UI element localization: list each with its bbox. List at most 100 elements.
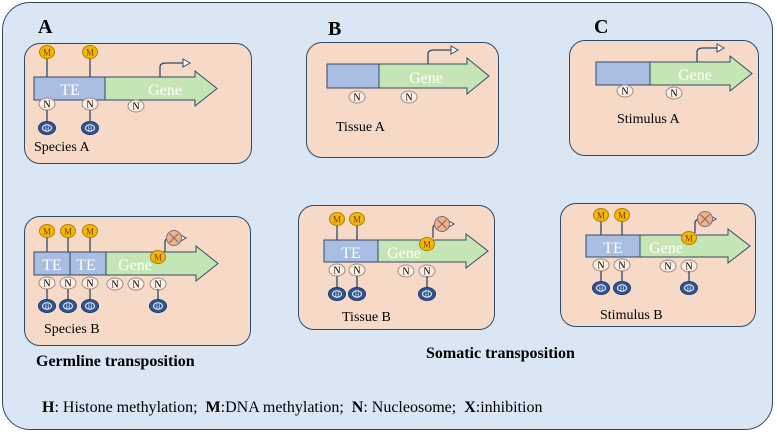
histone-species-a-1 (38, 121, 56, 135)
te-label-stimulus-b: TE (603, 240, 623, 257)
histone-species-b-3-ring (85, 302, 95, 310)
te-box-species-a (33, 76, 106, 101)
histone-species-a-1-ring (42, 124, 52, 132)
legend-x-text: :inhibition (475, 399, 543, 416)
nucleosome-species-b-5 (127, 277, 145, 291)
nucleosome-stimulus-b-2-label: N (618, 261, 625, 272)
nucleosome-species-b-4 (106, 277, 124, 291)
legend: H: Histone methylation; M:DNA methylatio… (42, 399, 542, 417)
nucleosome-species-a-3 (127, 99, 145, 113)
nucleosome-stimulus-b-1-label: N (597, 261, 604, 272)
nucleosome-species-a-1-label: N (43, 100, 50, 111)
histone-tissue-b-2-ring (352, 290, 362, 298)
nucleosome-stimulus-a-2-label: N (670, 89, 677, 100)
te-label-species-a: TE (60, 82, 80, 99)
methyl-tissue-b-2-label: M (353, 215, 361, 225)
caption-stimulus-a: Stimulus A (617, 112, 680, 127)
inhibition-species-b-x2 (169, 233, 179, 243)
legend-n-key: N (351, 399, 364, 416)
tss-arrow-species-a (159, 62, 183, 77)
legend-h-key: H (42, 399, 55, 416)
nucleosome-stimulus-b-4-label: N (685, 262, 692, 273)
gene-arrow-tissue-a (378, 56, 490, 96)
histone-stimulus-b-1-label: H (599, 287, 604, 293)
histone-species-b-2-ring (63, 302, 73, 310)
methyl-species-b-1-label: M (43, 227, 51, 237)
te-box-stimulus-a (595, 61, 651, 86)
te-box-tissue-b (323, 239, 379, 263)
caption-tissue-a: Tissue A (336, 120, 385, 135)
methyl-species-a-1 (39, 45, 55, 59)
methyl-stimulus-b-1-label: M (597, 211, 605, 221)
panel-letter-a: A (38, 16, 53, 38)
methyl-species-b-1 (39, 224, 55, 238)
methyl-stimulus-b-1 (593, 208, 609, 222)
histone-species-a-2 (81, 121, 99, 135)
te-label-tissue-b: TE (341, 245, 361, 262)
te-box-stimulus-b (585, 234, 641, 258)
nucleosome-tissue-b-3 (397, 264, 415, 278)
tss-arrow-species-a-head (182, 58, 192, 68)
methyl-species-a-2-label: M (86, 48, 94, 58)
te-box-tissue-a (326, 63, 380, 89)
somatic-transposition-label: Somatic transposition (426, 345, 575, 362)
methyl-species-b-4 (150, 250, 166, 264)
histone-species-a-1-label: H (45, 127, 50, 133)
methyl-species-b-2 (60, 224, 76, 238)
methyl-tissue-b-3 (419, 237, 435, 251)
histone-stimulus-b-1 (592, 281, 610, 295)
nucleosome-tissue-a-2 (400, 90, 418, 104)
histone-stimulus-b-3-ring (684, 284, 694, 292)
caption-stimulus-b: Stimulus B (600, 308, 663, 323)
histone-species-a-2-label: H (88, 127, 93, 133)
gene-arrow-species-b (105, 244, 219, 283)
histone-stimulus-b-2-ring (617, 284, 627, 292)
nucleosome-stimulus-a-1 (616, 84, 634, 98)
methyl-tissue-b-3-label: M (423, 240, 431, 250)
methyl-species-a-2 (82, 45, 98, 59)
histone-species-b-4-ring (153, 302, 163, 310)
nucleosome-species-b-6-label: N (154, 280, 161, 291)
methyl-stimulus-b-2-label: M (618, 211, 626, 221)
panel-letter-c: C (594, 16, 609, 38)
nucleosome-tissue-a-1-label: N (353, 93, 360, 104)
histone-species-b-2 (59, 299, 77, 313)
histone-species-b-1 (38, 299, 56, 313)
histone-species-b-2-label: H (66, 305, 71, 311)
nucleosome-species-b-4-label: N (111, 280, 118, 291)
methyl-species-b-4-label: M (154, 253, 162, 263)
methyl-species-b-3-label: M (86, 227, 94, 237)
gene-label-tissue-b: Gene (387, 245, 421, 262)
methyl-tissue-b-1 (329, 212, 345, 226)
gene-label-stimulus-b: Gene (649, 240, 683, 257)
histone-species-a-2-ring (85, 124, 95, 132)
te-label-species-b-1: TE (42, 257, 62, 274)
methyl-stimulus-b-3 (681, 231, 697, 245)
histone-tissue-b-3 (418, 287, 436, 301)
methyl-stimulus-b-2 (614, 208, 630, 222)
nucleosome-tissue-a-2-label: N (405, 93, 412, 104)
panel-letter-b: B (328, 18, 342, 40)
tss-arrow-tissue-a-head (450, 45, 460, 55)
gene-label-tissue-a: Gene (409, 70, 443, 87)
gene-arrow-stimulus-a (649, 54, 753, 93)
histone-stimulus-b-2-label: H (620, 287, 625, 293)
inhibition-tissue-b-x2 (437, 219, 447, 229)
gene-arrow-tissue-b (377, 232, 489, 270)
te-box-species-b-2 (69, 251, 107, 276)
legend-n-text: : Nucleosome; (363, 399, 457, 416)
histone-species-b-4-label: H (156, 305, 161, 311)
legend-h-text: : Histone methylation; (54, 399, 198, 416)
histone-species-b-3 (81, 299, 99, 313)
histone-tissue-b-1 (328, 287, 346, 301)
nucleosome-species-b-2-label: N (64, 279, 71, 290)
histone-tissue-b-1-ring (332, 290, 342, 298)
histone-tissue-b-2 (348, 287, 366, 301)
methyl-stimulus-b-3-label: M (685, 234, 693, 244)
nucleosome-tissue-b-2-label: N (353, 266, 360, 277)
gene-arrow-stimulus-b (639, 227, 751, 265)
te-label-species-b-2: TE (76, 257, 96, 274)
inhibition-stimulus-b-x2 (700, 214, 710, 224)
histone-stimulus-b-1-ring (596, 284, 606, 292)
